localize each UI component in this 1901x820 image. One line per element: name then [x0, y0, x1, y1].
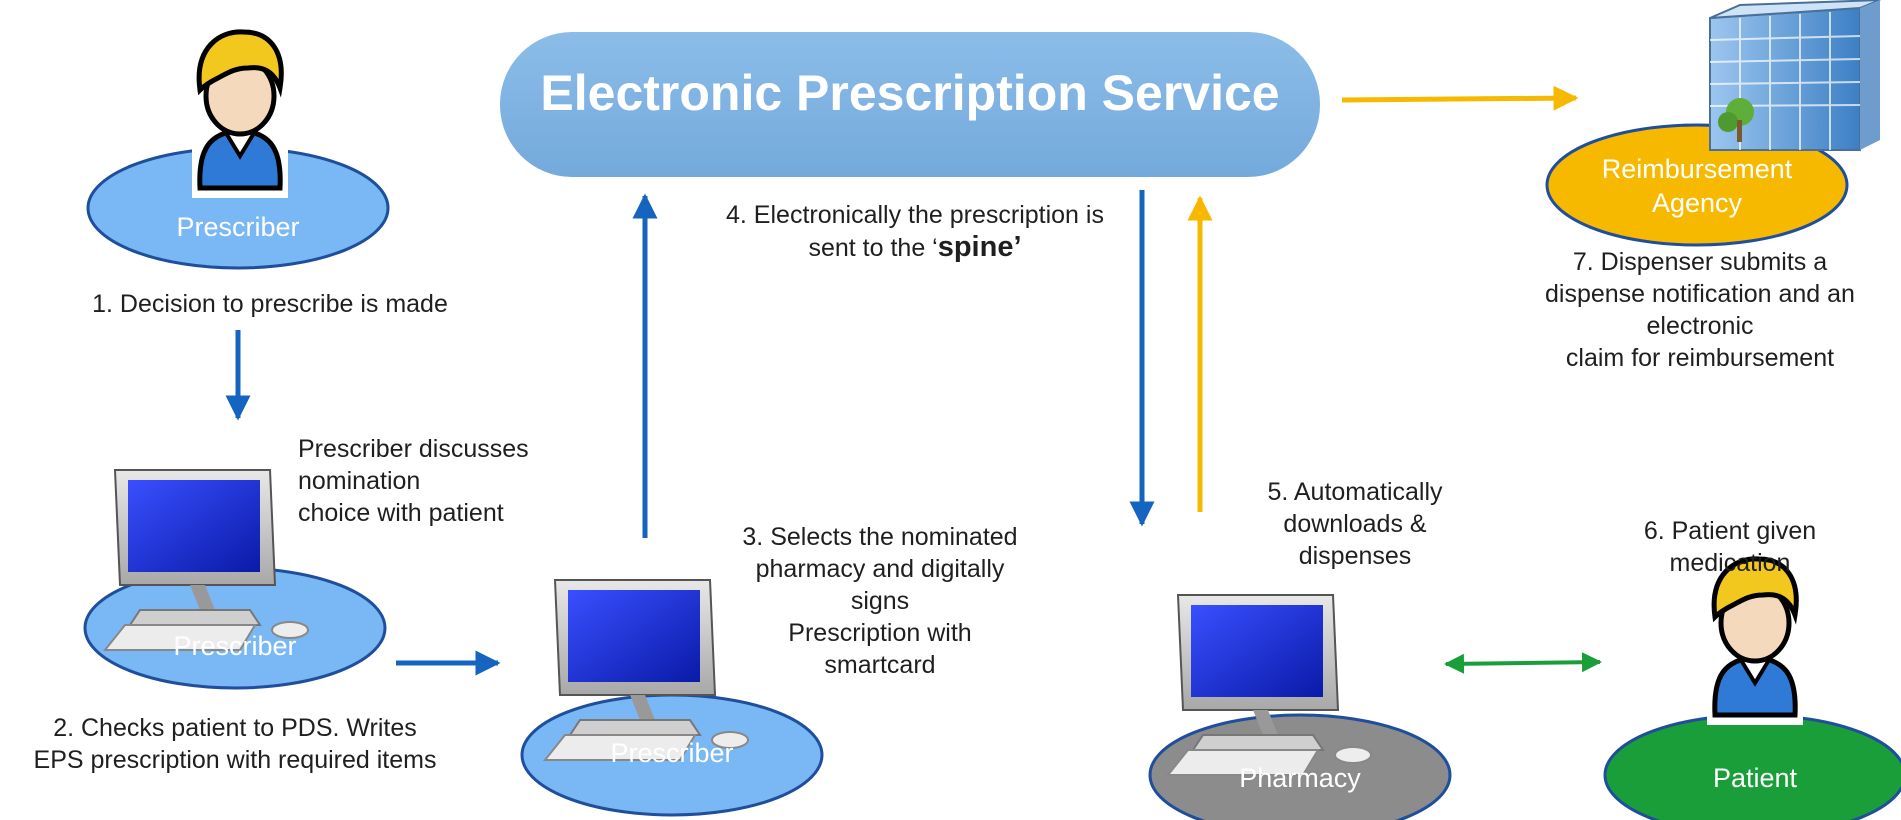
prescriber-pc2-label: Prescriber: [610, 738, 734, 768]
step-3-label: 3. Selects the nominated pharmacy and di…: [710, 521, 1050, 681]
step-3-line3: signs: [850, 587, 910, 615]
step-5-line2: downloads &: [1283, 510, 1427, 538]
step-7-line1: 7. Dispenser submits a: [1572, 248, 1828, 276]
step-3-line1: 3. Selects the nominated: [742, 523, 1018, 551]
prescriber-top-label: Prescriber: [176, 212, 300, 242]
building-icon: [1709, 0, 1881, 151]
prescriber-pc1-label: Prescriber: [173, 631, 297, 661]
discussion-label: Prescriber discusses nomination choice w…: [298, 433, 598, 529]
patient-label: Patient: [1712, 763, 1798, 793]
step-4-label: 4. Electronically the prescription is se…: [700, 199, 1130, 264]
step-5-line3: dispenses: [1298, 542, 1412, 570]
agency-label-line1: Reimbursement: [1601, 154, 1793, 184]
step-2-line2: EPS prescription with required items: [33, 746, 437, 774]
step-7-label: 7. Dispenser submits a dispense notifica…: [1500, 246, 1900, 374]
arrow-pharmacy-patient: [1444, 652, 1602, 674]
step-6-line2: medication: [1669, 549, 1791, 577]
step-2-label: 2. Checks patient to PDS. Writes EPS pre…: [0, 712, 470, 776]
arrow-spine-to-agency: [1341, 85, 1579, 111]
step-3-line2: pharmacy and digitally: [755, 555, 1005, 583]
person-icon: [192, 32, 288, 198]
step-1-label: 1. Decision to prescribe is made: [92, 290, 448, 318]
step-7-line3: electronic: [1646, 312, 1754, 340]
step-4-spine-emphasis: spine’: [937, 231, 1022, 263]
agency-label: Reimbursement Agency: [1567, 152, 1827, 220]
step-2-line1: 2. Checks patient to PDS. Writes: [53, 714, 417, 742]
person-icon: [1707, 559, 1803, 725]
eps-service-box: [500, 32, 1320, 177]
step-6-label: 6. Patient given medication: [1600, 515, 1860, 579]
step-4-line2: sent to the ‘spine’: [700, 231, 1130, 264]
step-3-line5: smartcard: [824, 651, 936, 679]
step-7-line2: dispense notification and an: [1545, 280, 1855, 308]
eps-service-title: Electronic Prescription Service: [540, 65, 1280, 121]
step-6-line1: 6. Patient given: [1643, 517, 1817, 545]
discussion-line3: choice with patient: [298, 499, 504, 527]
pharmacy-label: Pharmacy: [1239, 763, 1361, 793]
agency-label-line2: Agency: [1651, 188, 1743, 218]
agency-ellipse: [1545, 123, 1849, 247]
discussion-line2: nomination: [298, 467, 421, 495]
step-7-line4: claim for reimbursement: [1565, 344, 1835, 372]
step-5-label: 5. Automatically downloads & dispenses: [1220, 476, 1490, 572]
step-5-line1: 5. Automatically: [1267, 478, 1443, 506]
step-4-line1: 4. Electronically the prescription is: [726, 201, 1104, 229]
step-3-line4: Prescription with: [788, 619, 972, 647]
step-4-line2-prefix: sent to the ‘: [808, 234, 938, 262]
discussion-line1: Prescriber discusses: [298, 435, 529, 463]
